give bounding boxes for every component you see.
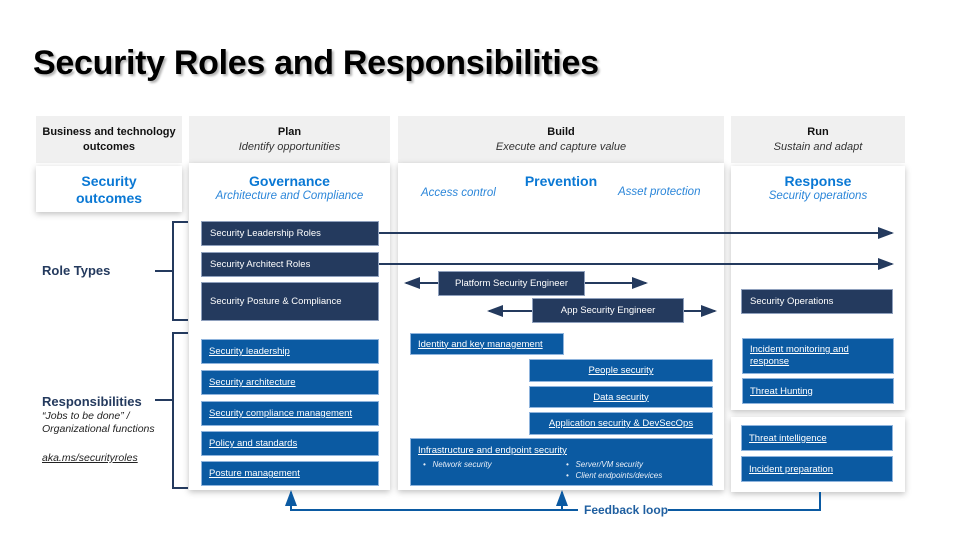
infra-title: Infrastructure and endpoint security: [418, 445, 567, 456]
infra-bullet-server: Server/VM security: [575, 460, 644, 469]
feedback-loop-line: [291, 492, 821, 511]
resp-threat-hunting[interactable]: Threat Hunting: [742, 378, 894, 404]
prevention-title: Prevention: [524, 173, 598, 189]
responsibilities-sub1: “Jobs to be done” /: [42, 410, 130, 422]
response-subtitle: Security operations: [768, 190, 868, 202]
responsibilities-sub2: Organizational functions: [42, 423, 155, 435]
header-plan-title: Plan: [277, 126, 302, 138]
resp-incident-preparation[interactable]: Incident preparation: [741, 456, 893, 482]
resp-people-security[interactable]: People security: [529, 359, 713, 382]
resp-security-leadership[interactable]: Security leadership: [201, 339, 379, 364]
resp-infrastructure-endpoint[interactable]: Infrastructure and endpoint security • N…: [410, 438, 713, 486]
role-security-leadership: Security Leadership Roles: [201, 221, 379, 246]
header-build-title: Build: [547, 126, 575, 138]
resp-security-architecture[interactable]: Security architecture: [201, 370, 379, 395]
resp-policy-standards[interactable]: Policy and standards: [201, 431, 379, 456]
header-build-subtitle: Execute and capture value: [495, 141, 627, 153]
governance-subtitle: Architecture and Compliance: [215, 190, 364, 202]
header-run-subtitle: Sustain and adapt: [773, 141, 863, 153]
infra-bullet: • Client endpoints/devices: [566, 471, 663, 480]
role-types-label: Role Types: [42, 263, 111, 278]
feedback-loop-label: Feedback loop: [584, 503, 669, 517]
header-plan-subtitle: Identify opportunities: [238, 141, 341, 153]
role-security-posture: Security Posture & Compliance: [201, 282, 379, 321]
access-control-subtitle: Access control: [421, 187, 496, 199]
build-panel: Prevention Access control Asset protecti…: [398, 163, 724, 490]
infra-bullet-client: Client endpoints/devices: [575, 471, 663, 480]
asset-protection-subtitle: Asset protection: [618, 186, 701, 198]
resp-threat-intelligence[interactable]: Threat intelligence: [741, 425, 893, 451]
page-title: Security Roles and Responsibilities: [33, 44, 599, 82]
header-outcomes-title: Business and technology outcomes: [42, 126, 176, 153]
infra-bullet: • Network security: [423, 460, 492, 469]
role-security-architect: Security Architect Roles: [201, 252, 379, 277]
resp-posture-management[interactable]: Posture management: [201, 461, 379, 486]
role-security-operations: Security Operations: [741, 289, 893, 314]
resp-incident-monitoring[interactable]: Incident monitoring and response: [742, 338, 894, 374]
infra-bullet-network: Network security: [432, 460, 492, 469]
resp-identity-key-management[interactable]: Identity and key management: [410, 333, 564, 355]
responsibilities-label: Responsibilities: [42, 394, 142, 409]
role-platform-security-engineer: Platform Security Engineer: [438, 271, 585, 296]
resp-security-compliance[interactable]: Security compliance management: [201, 401, 379, 426]
response-title: Response: [784, 173, 852, 189]
responsibilities-bracket: [172, 332, 188, 489]
outcomes-panel-title: Security outcomes: [75, 173, 143, 206]
resp-application-security[interactable]: Application security & DevSecOps: [529, 412, 713, 435]
infra-bullet: • Server/VM security: [566, 460, 644, 469]
resp-data-security[interactable]: Data security: [529, 386, 713, 408]
role-types-bracket: [172, 221, 188, 321]
resp-incident-monitoring-label: Incident monitoring and response: [750, 344, 849, 367]
role-app-security-engineer: App Security Engineer: [532, 298, 684, 323]
header-outcomes: Business and technology outcomes: [36, 116, 182, 163]
header-run-title: Run: [807, 126, 829, 138]
governance-title: Governance: [249, 173, 330, 189]
outcomes-panel: Security outcomes: [36, 166, 182, 212]
roles-link[interactable]: aka.ms/securityroles: [42, 452, 138, 464]
